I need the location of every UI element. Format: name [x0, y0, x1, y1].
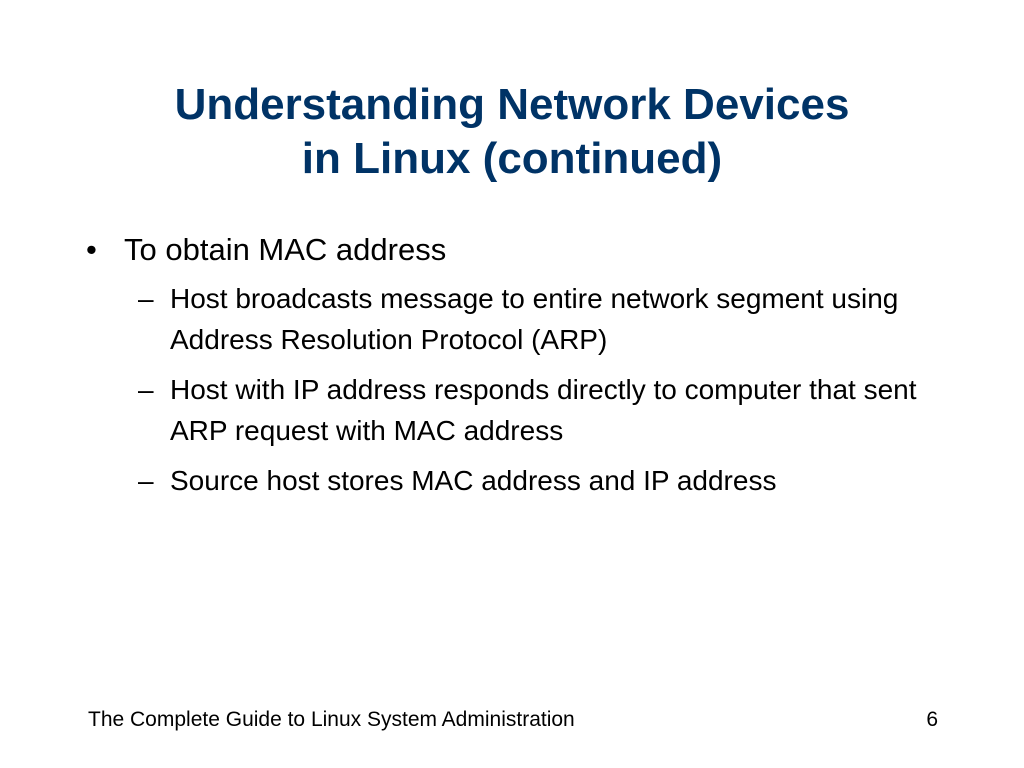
sub-bullet-marker: – [138, 374, 154, 405]
bullet-list: • To obtain MAC address – Host broadcast… [86, 228, 966, 510]
sub-bullet-item: – Source host stores MAC address and IP … [86, 460, 966, 501]
footer-book-title: The Complete Guide to Linux System Admin… [88, 708, 575, 731]
sub-bullet-item: – Host with IP address responds directly… [86, 369, 966, 451]
bullet-marker: • [86, 232, 97, 267]
slide-title: Understanding Network Devices in Linux (… [60, 78, 964, 186]
slide-title-line-2: in Linux (continued) [301, 134, 723, 183]
footer-page-number: 6 [926, 708, 938, 731]
sub-bullet-list: – Host broadcasts message to entire netw… [86, 278, 966, 501]
bullet-item: • To obtain MAC address [86, 228, 966, 272]
sub-bullet-text: Source host stores MAC address and IP ad… [170, 465, 777, 496]
sub-bullet-text: Host with IP address responds directly t… [170, 374, 917, 446]
sub-bullet-item: – Host broadcasts message to entire netw… [86, 278, 966, 360]
sub-bullet-group: – Host broadcasts message to entire netw… [86, 278, 966, 501]
bullet-text: To obtain MAC address [124, 232, 447, 267]
sub-bullet-marker: – [138, 465, 154, 496]
sub-bullet-text: Host broadcasts message to entire networ… [170, 283, 899, 355]
sub-bullet-marker: – [138, 283, 154, 314]
slide-title-line-1: Understanding Network Devices [174, 80, 850, 129]
